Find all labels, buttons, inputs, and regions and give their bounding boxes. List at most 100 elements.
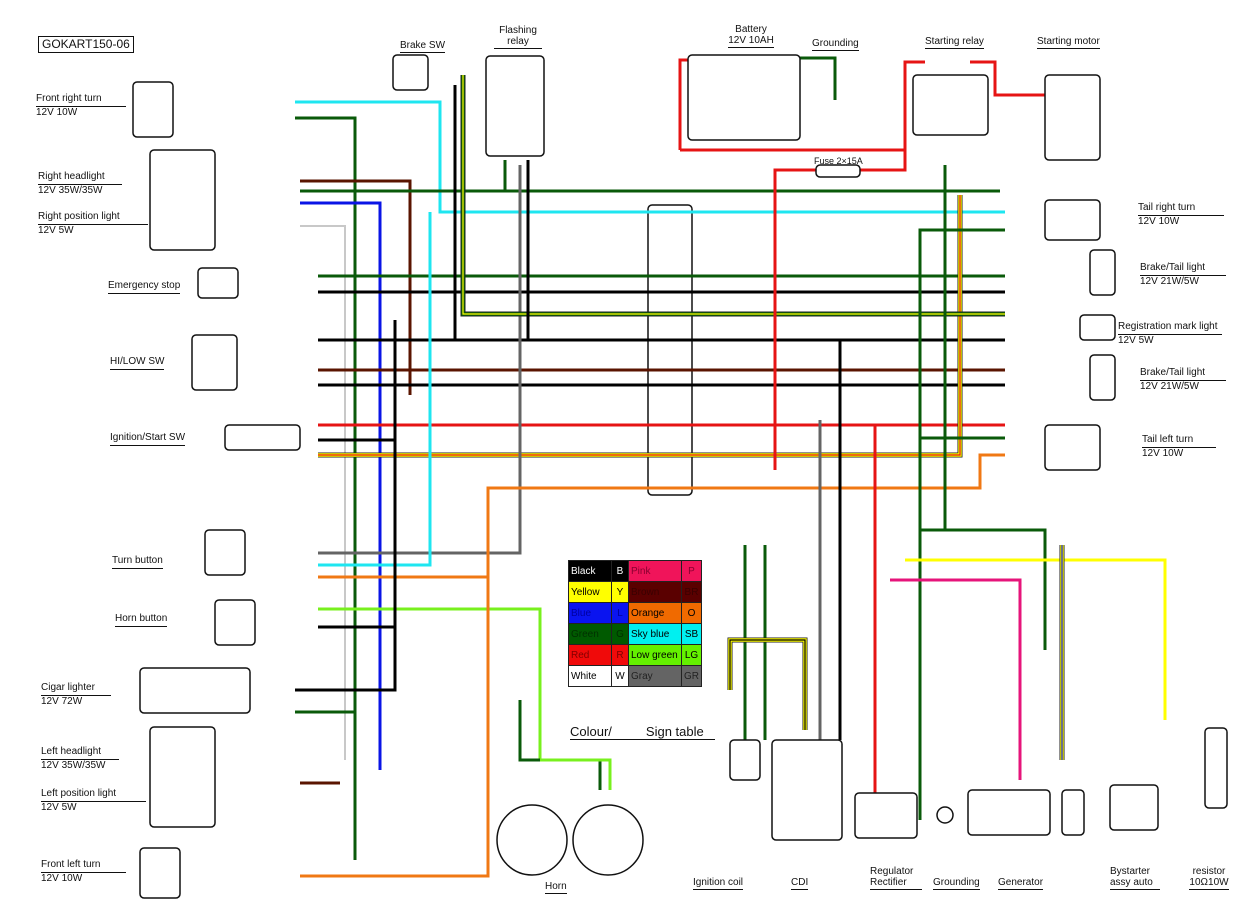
colour-code-cell: BR <box>681 581 702 603</box>
colour-code-cell: R <box>611 644 629 666</box>
wire-b-cigar <box>295 320 397 692</box>
colour-name-cell: Red <box>568 644 612 666</box>
label-ignition-coil: Ignition coil <box>693 877 744 890</box>
wire-r-motor <box>970 60 1045 97</box>
resistor <box>1204 727 1228 809</box>
label-turn-button: Turn button <box>112 555 163 569</box>
battery <box>687 54 801 141</box>
colour-code-cell: L <box>611 602 629 624</box>
colour-name-cell: Sky blue <box>628 623 682 645</box>
horn-1 <box>496 804 568 876</box>
wire-y-reg <box>905 558 1167 720</box>
wire-br-headlight <box>300 179 412 395</box>
horn-button <box>214 599 256 646</box>
diagram-title: GOKART150-06 <box>38 36 134 53</box>
tail-left-turn-lamp <box>1044 424 1101 471</box>
colour-code-cell: G <box>611 623 629 645</box>
pickup-sensor <box>1061 789 1085 836</box>
label-fuse: Fuse 2×15A <box>814 156 863 166</box>
wire-sb-front-right <box>295 100 1005 214</box>
label-grounding-top: Grounding <box>812 38 859 51</box>
colour-name-cell: Yellow <box>568 581 612 603</box>
colour-name-cell: Green <box>568 623 612 645</box>
right-headlight <box>149 149 216 251</box>
wire-yr-ignition <box>318 195 962 457</box>
colour-code-cell: B <box>611 560 629 582</box>
label-horn: Horn <box>545 881 567 894</box>
label-horn-button: Horn button <box>115 613 168 627</box>
label-starting-motor: Starting motor <box>1037 36 1100 49</box>
wire-r-battery-relay <box>680 60 925 152</box>
colour-name-cell: White <box>568 665 612 687</box>
label-cdi: CDI <box>791 877 809 890</box>
horn-2 <box>572 804 644 876</box>
grounding-terminal <box>936 806 954 824</box>
wire-p-reg <box>890 578 1022 780</box>
wire-gr-turn <box>318 165 522 555</box>
wire-r-fuse-out <box>860 150 907 172</box>
wire-yr-ignition <box>318 195 963 458</box>
wire-l-headlight <box>300 201 382 770</box>
emergency-stop-switch <box>197 267 239 299</box>
wire-w-headlight <box>300 225 346 760</box>
flashing-relay <box>485 55 545 157</box>
colour-name-cell: Black <box>568 560 612 582</box>
colour-name-cell: Pink <box>628 560 682 582</box>
starting-relay <box>912 74 989 136</box>
label-emergency-stop: Emergency stop <box>108 280 181 294</box>
wire-lg-horn2 <box>540 758 612 790</box>
front-right-turn-lamp <box>132 81 174 138</box>
colour-code-cell: LG <box>681 644 702 666</box>
generator <box>967 789 1051 836</box>
wire-by-cdi-stripe <box>729 639 806 730</box>
label-regulator-rectifier: Regulator Rectifier <box>870 866 922 890</box>
colour-name-cell: Blue <box>568 602 612 624</box>
regulator-rectifier <box>854 792 918 839</box>
wire-g-front-right <box>295 116 357 860</box>
registration-mark-light <box>1079 314 1116 341</box>
tail-right-turn-lamp <box>1044 199 1101 241</box>
label-hi-low-sw: HI/LOW SW <box>110 356 165 370</box>
wire-o-front-left <box>300 577 490 878</box>
label-generator: Generator <box>998 877 1044 890</box>
colour-code-cell: Y <box>611 581 629 603</box>
ignition-switch <box>224 424 301 451</box>
brake-tail-light-2 <box>1089 354 1116 401</box>
ignition-coil <box>729 739 761 781</box>
wire-sb-turn <box>318 212 432 567</box>
wire-lg-horn <box>318 607 542 760</box>
front-left-turn-lamp <box>139 847 181 899</box>
wire-yr-ignition-stripe <box>318 195 961 456</box>
label-brake-sw: Brake SW <box>400 40 446 53</box>
colour-name-cell: Orange <box>628 602 682 624</box>
starting-motor <box>1044 74 1101 161</box>
colour-code-cell: P <box>681 560 702 582</box>
brake-switch <box>392 54 429 91</box>
left-headlight <box>149 726 216 828</box>
turn-button <box>204 529 246 576</box>
label-bystarter: Bystarter assy auto <box>1110 866 1160 890</box>
label-ignition-start-sw: Ignition/Start SW <box>110 432 186 446</box>
wire-r-battery <box>678 58 690 150</box>
wire-o-turn <box>318 453 1005 579</box>
hi-low-switch <box>191 334 238 391</box>
